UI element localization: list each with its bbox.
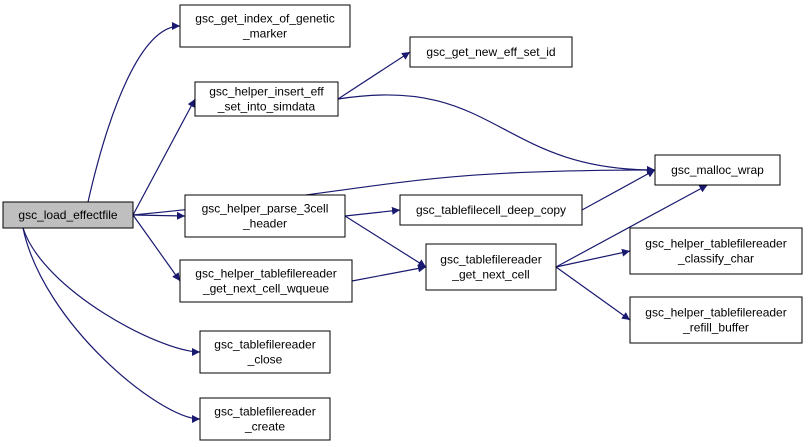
node-label: _set_into_simdata [217,100,316,114]
node-box [179,259,353,303]
edge-insert-malloc [337,94,656,174]
node-close[interactable]: gsc_tablefilereader_close [199,330,331,374]
node-label: _get_next_cell_wqueue [202,282,329,296]
edge-nextcell-classify [555,248,631,268]
node-create[interactable]: gsc_tablefilereader_create [199,397,331,441]
node-label: _get_next_cell [451,268,529,282]
node-label: gsc_tablefilereader [214,338,315,352]
edge-load-getidx [87,22,181,203]
node-box [179,4,351,48]
edge-load-parse [132,211,186,220]
node-label: _header [242,217,287,231]
node-load[interactable]: gsc_load_effectfile [2,201,134,229]
node-box [399,194,583,226]
edge-nextcell-malloc [555,184,708,268]
edge-load-wqueue [132,214,181,282]
nodes: gsc_load_effectfile gsc_get_index_of_gene… [2,4,803,441]
node-label: _close [247,353,283,367]
node-label: _marker [242,27,287,41]
edge-insert-neweff [337,51,411,100]
node-box [654,154,781,186]
node-refill[interactable]: gsc_helper_tablefilereader_refill_buffer [629,296,803,344]
node-parse[interactable]: gsc_helper_parse_3cell_header [184,194,346,238]
edge-parse-nextcell [344,215,427,268]
node-label: gsc_tablefilereader [214,405,315,419]
node-getidx[interactable]: gsc_get_index_of_genetic_marker [179,4,351,48]
node-label: gsc_get_index_of_genetic [195,12,334,26]
node-box [194,81,339,117]
edge-load-insert [132,98,196,216]
node-label: gsc_helper_parse_3cell [202,202,329,216]
node-box [199,397,331,441]
node-box [425,243,557,291]
node-label: gsc_load_effectfile [18,208,118,222]
node-label: gsc_tablefilereader [440,253,541,267]
node-box [629,227,803,275]
node-label: _create [244,420,285,434]
node-label: gsc_get_new_eff_set_id [426,45,555,59]
node-box [184,194,346,238]
node-box [409,36,573,68]
node-wqueue[interactable]: gsc_helper_tablefilereader_get_next_cell… [179,259,353,303]
edge-wqueue-nextcell [351,264,427,282]
node-malloc[interactable]: gsc_malloc_wrap [654,154,781,186]
node-label: gsc_helper_insert_eff [209,85,324,99]
node-label: _refill_buffer [682,321,749,335]
node-label: gsc_helper_tablefilereader [645,306,786,320]
node-label: _classify_char [677,252,754,266]
edge-load-create [22,227,201,423]
node-classify[interactable]: gsc_helper_tablefilereader_classify_char [629,227,803,275]
node-box [629,296,803,344]
node-deepcopy[interactable]: gsc_tablefilecell_deep_copy [399,194,583,226]
edge-deepcopy-malloc [581,169,656,211]
node-label: gsc_helper_tablefilereader [645,237,786,251]
node-neweff[interactable]: gsc_get_new_eff_set_id [409,36,573,68]
node-label: gsc_tablefilecell_deep_copy [416,203,566,217]
node-box [199,330,331,374]
node-box [2,201,134,229]
node-label: gsc_helper_tablefilereader [195,267,336,281]
node-nextcell[interactable]: gsc_tablefilereader_get_next_cell [425,243,557,291]
node-label: gsc_malloc_wrap [671,163,764,177]
edge-load-close [22,227,201,356]
edge-nextcell-refill [555,266,631,321]
edge-parse-deepcopy [344,206,401,217]
node-insert[interactable]: gsc_helper_insert_eff_set_into_simdata [194,81,339,117]
